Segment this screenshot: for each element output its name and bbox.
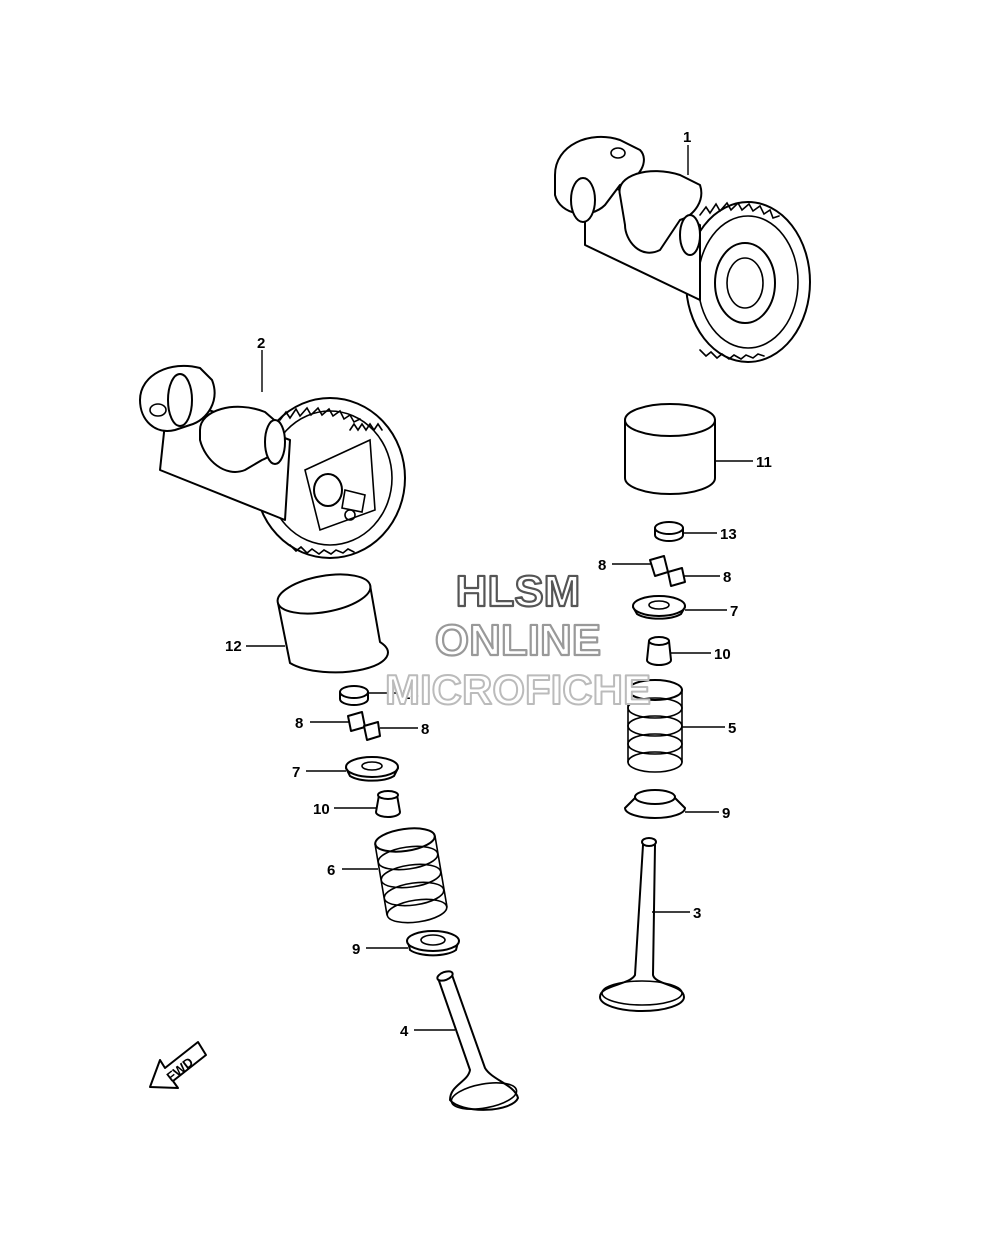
- callout-13-right: 13: [720, 526, 737, 543]
- camshaft-1: [554, 135, 811, 363]
- callout-4: 4: [400, 1023, 409, 1040]
- tappet-11: [624, 403, 716, 495]
- watermark-line-2: ONLINE: [435, 616, 601, 665]
- fwd-arrow-icon: FWD: [149, 1041, 207, 1089]
- tappet-12: [276, 573, 389, 674]
- valve-3: [599, 837, 685, 1012]
- watermark: HLSM ONLINE MICROFICHE: [384, 566, 652, 714]
- cotter-8-right-b: [667, 567, 686, 587]
- shim-13-right: [654, 521, 684, 542]
- shim-13-left: [339, 685, 369, 706]
- spring-seat-9-left: [406, 930, 460, 957]
- callout-8-left-a: 8: [295, 715, 303, 732]
- callout-3: 3: [693, 905, 701, 922]
- callout-8-right-b: 8: [723, 569, 731, 586]
- valve-spring-5: [627, 679, 683, 773]
- callout-13-left: 13: [402, 686, 419, 703]
- retainer-7-left: [345, 756, 399, 782]
- callout-9-left: 9: [352, 941, 360, 958]
- valve-4: [436, 970, 519, 1111]
- callout-2: 2: [257, 335, 265, 352]
- callout-7-left: 7: [292, 764, 300, 781]
- valve-spring-6: [374, 827, 448, 924]
- callout-9-right: 9: [722, 805, 730, 822]
- callout-5: 5: [728, 720, 736, 737]
- callout-11: 11: [756, 454, 772, 471]
- retainer-7-right: [632, 595, 686, 620]
- cotter-8-left-b: [363, 721, 381, 741]
- callout-10-left: 10: [313, 801, 330, 818]
- watermark-line-3: MICROFICHE: [385, 666, 651, 713]
- callout-8-left-b: 8: [421, 721, 429, 738]
- cotter-8-right-a: [649, 555, 669, 577]
- spring-seat-9-right: [624, 789, 686, 819]
- watermark-line-1: HLSM: [456, 567, 581, 616]
- callout-1: 1: [683, 129, 691, 146]
- leader-lines: [246, 145, 753, 1031]
- callout-7-right: 7: [730, 603, 738, 620]
- cotter-8-left-a: [347, 711, 366, 732]
- callout-8-right-a: 8: [598, 557, 606, 574]
- callout-10-right: 10: [714, 646, 731, 663]
- callout-6: 6: [327, 862, 335, 879]
- callout-labels: 1 2 11 13 8 8 7 10 5 9 3 12 13 8 8 7 10 …: [225, 129, 772, 1040]
- callout-12: 12: [225, 638, 242, 655]
- stem-seal-10-left: [375, 790, 401, 818]
- camshaft-2: [139, 364, 406, 559]
- stem-seal-10-right: [646, 636, 672, 666]
